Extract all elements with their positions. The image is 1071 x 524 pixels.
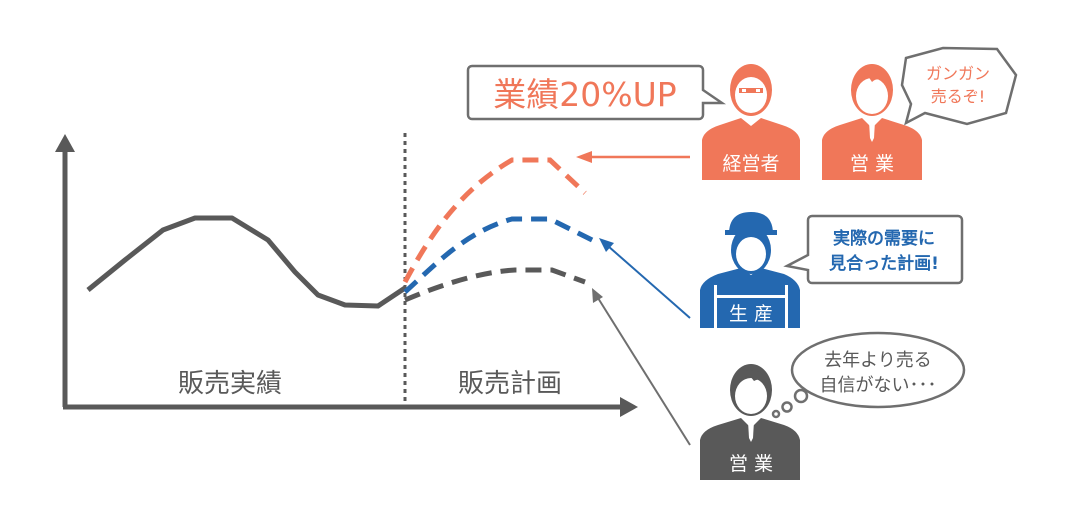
sales-pessimistic-thought-bubble: 去年より売る 自信がない･･･ [771,331,966,419]
sales-optimistic-person-icon: 営 業 [822,64,922,180]
y-axis-arrow-icon [55,134,75,152]
plan-line-production [403,216,602,294]
sales-pessimistic-thought-line2: 自信がない･･･ [820,375,937,396]
production-speech-line2: 見合った計画! [828,253,939,274]
sales-optimistic-label: 営 業 [850,153,894,175]
production-label: 生 産 [729,303,773,325]
production-speech-bubble: 実際の需要に 見合った計画! [783,214,964,285]
sales-pessimistic-person-icon: 営 業 [700,364,800,480]
manager-speech-text: 業績20%UP [493,75,676,114]
manager-person-icon: 経営者 [702,64,800,180]
sales-pessimistic-label: 営 業 [729,453,773,475]
manager-speech-bubble: 業績20%UP [466,64,727,121]
plan-line-sales [404,267,586,303]
axes [55,134,638,417]
sales-optimistic-speech-line1: ガンガン [926,64,990,83]
plan-label: 販売計画 [458,369,562,399]
production-speech-line1: 実際の需要に [833,228,935,249]
arrow-manager [576,151,690,163]
arrow-sales [592,288,691,446]
plan-line-manager [402,157,587,284]
sales-pessimistic-thought-line1: 去年より売る [824,350,932,371]
manager-label: 経営者 [722,153,779,175]
production-person-icon: 生 産 [700,212,800,328]
arrow-production [599,238,691,319]
sales-optimistic-speech-line2: 売るぞ! [931,87,985,106]
actual-sales-line [86,215,407,309]
sales-optimistic-speech-bubble: ガンガン 売るぞ! [900,46,1018,126]
actual-label: 販売実績 [178,369,282,399]
x-axis-arrow-icon [620,397,638,417]
